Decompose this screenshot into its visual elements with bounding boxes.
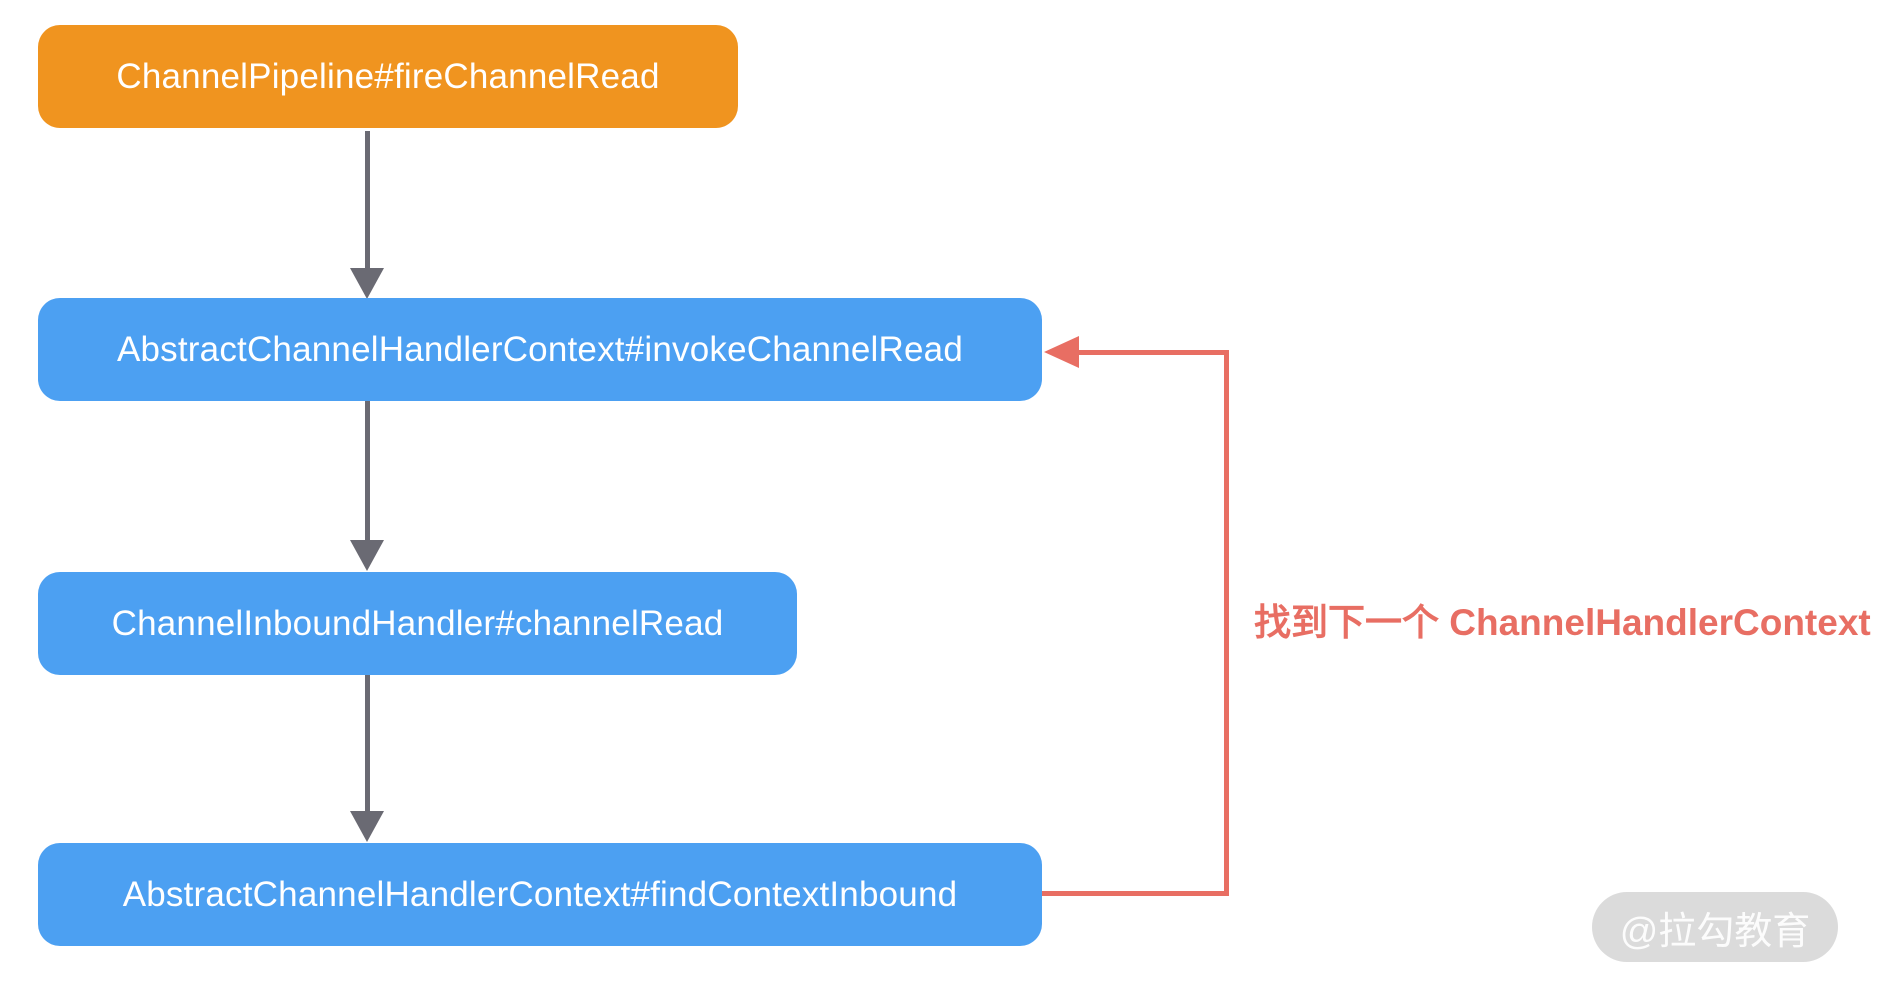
arrowhead-down-icon <box>350 811 384 842</box>
node-fire-channel-read: ChannelPipeline#fireChannelRead <box>38 25 738 128</box>
node-label: AbstractChannelHandlerContext#invokeChan… <box>116 329 964 369</box>
arrow-fire-to-invoke <box>365 131 370 271</box>
node-channel-read: ChannelInboundHandler#channelRead <box>38 572 797 675</box>
node-find-context-inbound: AbstractChannelHandlerContext#findContex… <box>38 843 1042 946</box>
loop-edge-vertical-segment <box>1224 350 1229 896</box>
node-invoke-channel-read: AbstractChannelHandlerContext#invokeChan… <box>38 298 1042 401</box>
node-label: ChannelPipeline#fireChannelRead <box>116 56 660 96</box>
arrow-invoke-to-channelread <box>365 401 370 542</box>
watermark-badge: @拉勾教育 <box>1592 892 1838 962</box>
loop-edge-top-segment <box>1076 350 1229 355</box>
loop-annotation: 找到下一个 ChannelHandlerContext <box>1254 602 1871 643</box>
watermark-text: @拉勾教育 <box>1619 910 1811 953</box>
arrowhead-left-icon <box>1044 336 1079 368</box>
arrowhead-down-icon <box>350 268 384 299</box>
node-label: ChannelInboundHandler#channelRead <box>111 603 724 643</box>
loop-edge-bottom-segment <box>1042 891 1229 896</box>
arrowhead-down-icon <box>350 540 384 571</box>
node-label: AbstractChannelHandlerContext#findContex… <box>122 874 958 914</box>
arrow-channelread-to-findcontext <box>365 675 370 813</box>
